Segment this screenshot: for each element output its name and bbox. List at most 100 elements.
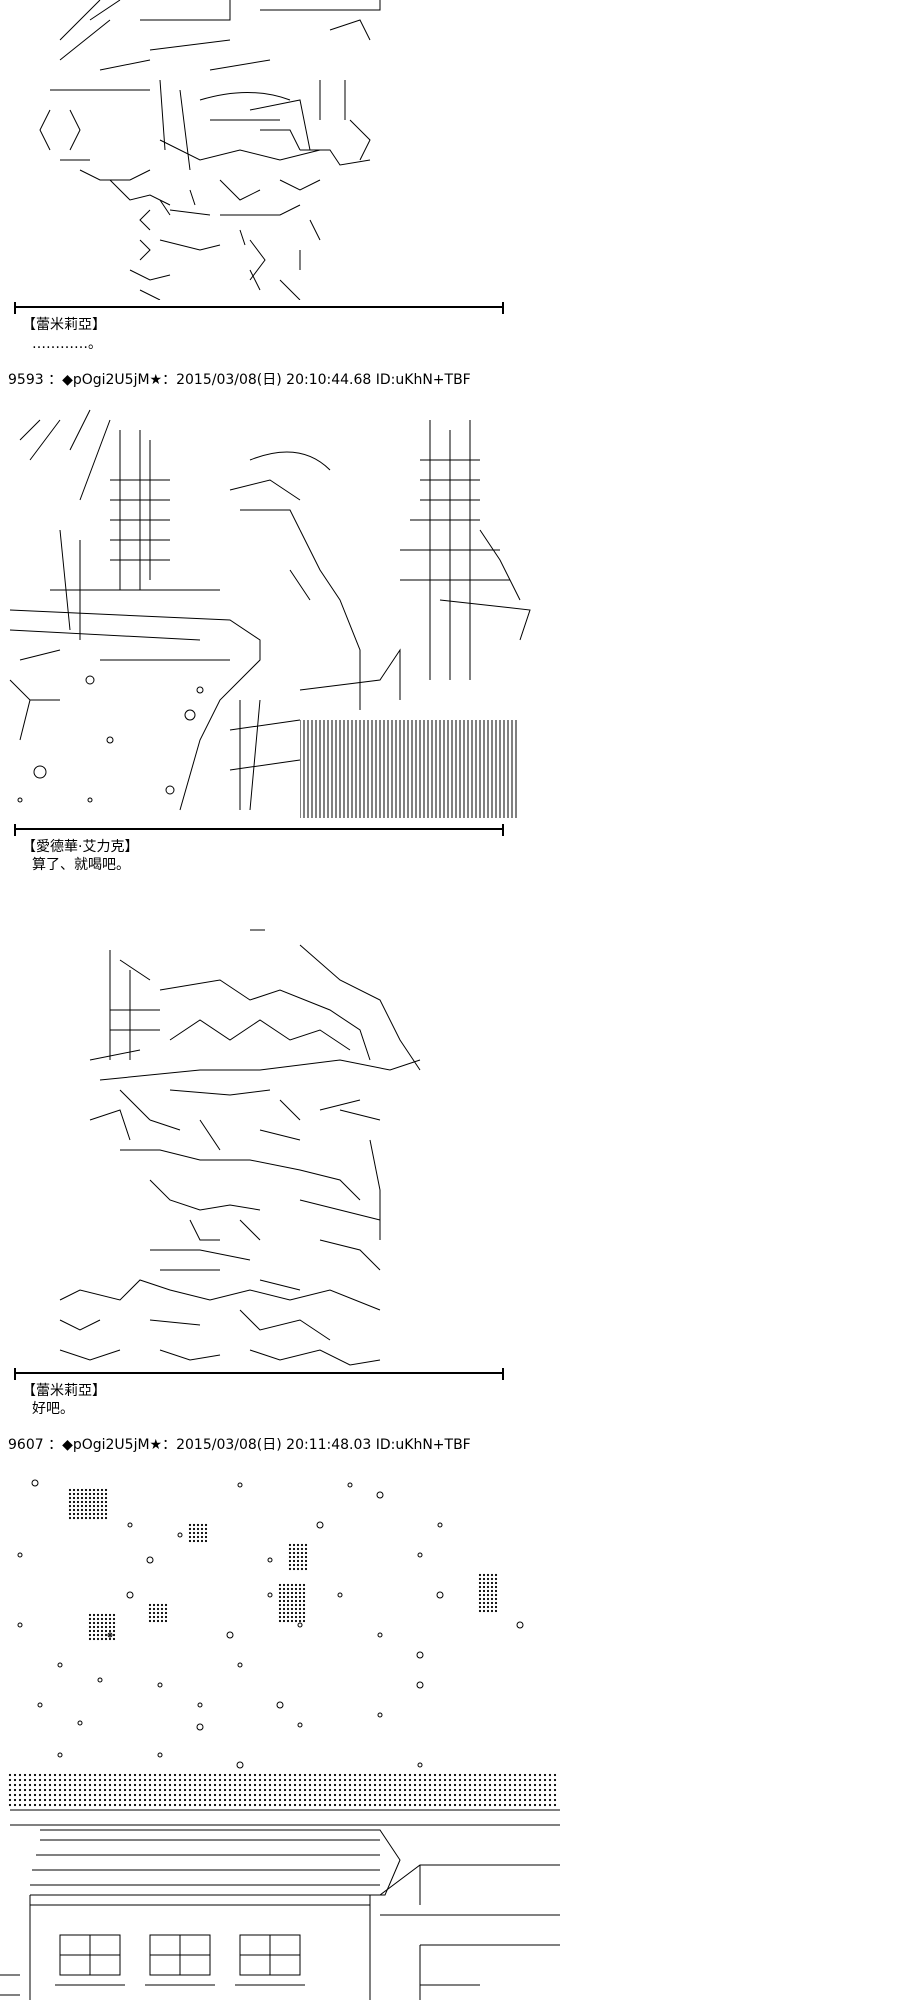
sky-dot [109,1618,110,1619]
sky-dot [291,1588,292,1589]
roof-dot [244,1789,245,1790]
sky-dot [495,1598,496,1599]
roof-dot [239,1794,240,1795]
roof-dot [249,1779,250,1780]
roof-dot [529,1779,530,1780]
roof-dot [314,1774,315,1775]
roof-dot [69,1794,70,1795]
sky-dot [101,1509,102,1510]
roof-dot [219,1779,220,1780]
roof-dot [184,1779,185,1780]
roof-dot [119,1774,120,1775]
roof-dot [449,1774,450,1775]
roof-dot [159,1794,160,1795]
roof-dot [449,1799,450,1800]
roof-dot [484,1804,485,1805]
sky-dot [85,1489,86,1490]
roof-dot [449,1779,450,1780]
sky-dot [479,1598,480,1599]
roof-dot [9,1784,10,1785]
sky-dot [73,1493,74,1494]
sky-dot [189,1540,190,1541]
roof-dot [94,1804,95,1805]
sky-dot [89,1505,90,1506]
roof-dot [244,1774,245,1775]
roof-dot [269,1779,270,1780]
roof-dot [369,1789,370,1790]
sky-dot [105,1634,106,1635]
roof-dot [29,1804,30,1805]
roof-dot [479,1804,480,1805]
sky-dot [109,1630,110,1631]
roof-dot [109,1779,110,1780]
roof-dot [124,1779,125,1780]
sky-dot [287,1612,288,1613]
roof-dot [144,1774,145,1775]
sky-dot [97,1622,98,1623]
sky-dot [77,1513,78,1514]
roof-dot [99,1804,100,1805]
sky-dot [487,1586,488,1587]
roof-dot [84,1774,85,1775]
sky-dot [289,1556,290,1557]
roof-dot [279,1779,280,1780]
roof-dot [234,1779,235,1780]
roof-dot [444,1794,445,1795]
sky-dot [93,1509,94,1510]
roof-dot [514,1789,515,1790]
roof-dot [194,1794,195,1795]
roof-dot [29,1789,30,1790]
sky-dot [487,1602,488,1603]
sky-dot [491,1586,492,1587]
roof-dot [219,1789,220,1790]
snowflake [32,1480,38,1486]
roof-dot [34,1799,35,1800]
roof-dot [64,1794,65,1795]
sky-dot [101,1634,102,1635]
roof-dot [164,1784,165,1785]
roof-dot [399,1779,400,1780]
roof-dot [64,1789,65,1790]
roof-dot [334,1804,335,1805]
snowflake [418,1763,422,1767]
roof-dot [544,1789,545,1790]
roof-dot [24,1774,25,1775]
roof-dot [64,1779,65,1780]
roof-dot [14,1774,15,1775]
sky-dot [157,1620,158,1621]
roof-dot [509,1804,510,1805]
roof-dot [189,1774,190,1775]
roof-dot [124,1789,125,1790]
roof-dot [204,1804,205,1805]
sky-dot [295,1584,296,1585]
roof-dot [479,1794,480,1795]
roof-dot [139,1794,140,1795]
roof-dot [464,1774,465,1775]
roof-dot [214,1784,215,1785]
roof-dot [239,1799,240,1800]
sky-dot [101,1630,102,1631]
roof-dot [59,1774,60,1775]
roof-dot [464,1784,465,1785]
roof-dot [24,1784,25,1785]
roof-dot [249,1804,250,1805]
roof-dot [164,1794,165,1795]
roof-dot [549,1784,550,1785]
sky-dot [97,1513,98,1514]
roof-dot [14,1804,15,1805]
roof-dot [409,1789,410,1790]
sky-dot [105,1638,106,1639]
roof-dot [19,1794,20,1795]
roof-dot [349,1779,350,1780]
roof-dot [399,1794,400,1795]
roof-dot [174,1799,175,1800]
roof-dot [269,1789,270,1790]
sky-dot [479,1586,480,1587]
sky-dot [85,1509,86,1510]
roof-dot [119,1804,120,1805]
roof-dot [89,1794,90,1795]
sky-dot [105,1513,106,1514]
roof-dot [259,1779,260,1780]
roof-dot [534,1799,535,1800]
sky-dot [305,1564,306,1565]
